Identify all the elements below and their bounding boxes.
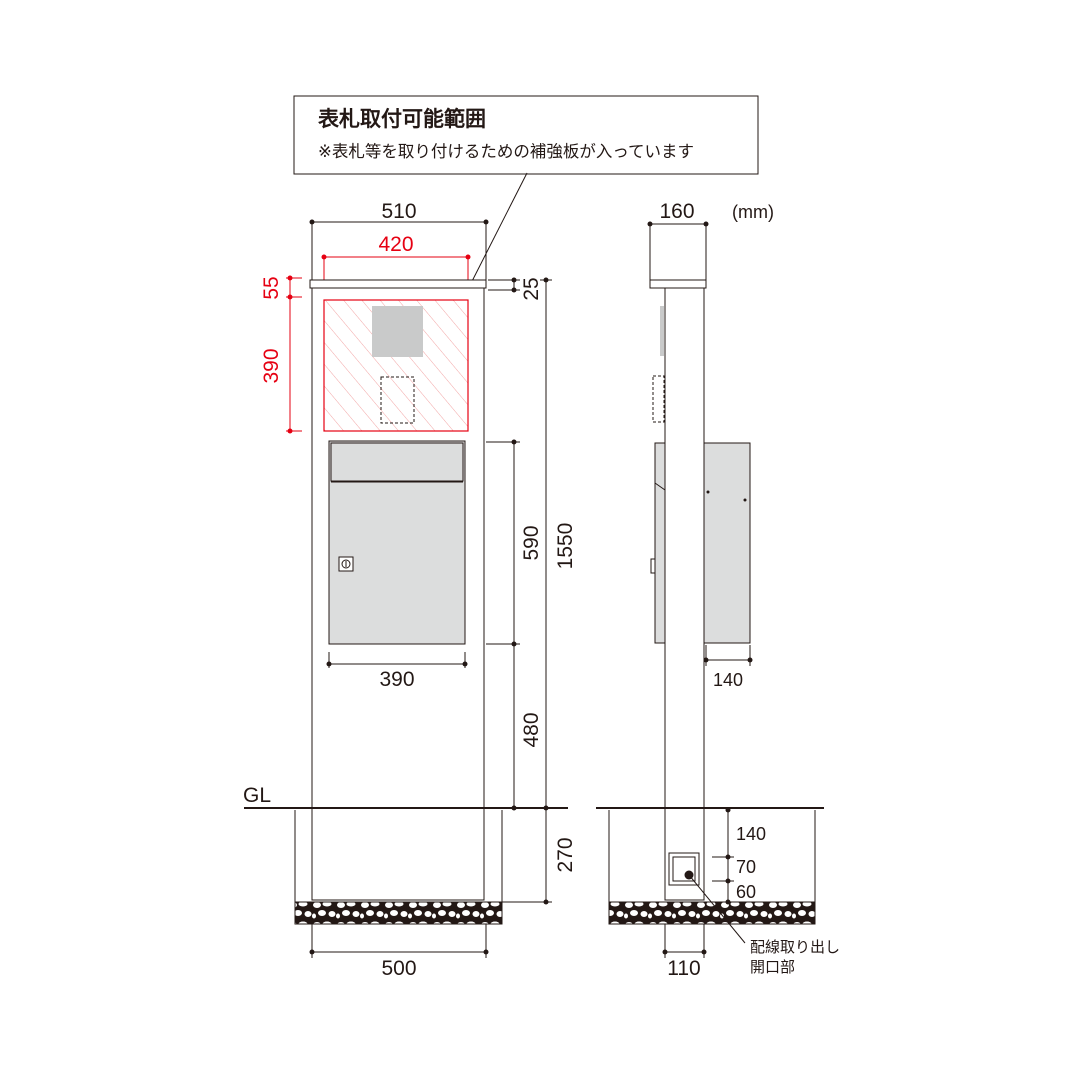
callout-title: 表札取付可能範囲 [318, 107, 486, 131]
dim-total-height: 1550 [554, 523, 577, 570]
side-mailbox-front [654, 442, 666, 644]
lock-icon [338, 556, 354, 572]
dim-lower-height: 480 [520, 712, 543, 747]
dim-depth: 160 [659, 200, 694, 223]
mailbox-slot [330, 442, 464, 482]
dim-bottom-gap: 60 [736, 882, 756, 902]
side-foundation-pit [608, 810, 816, 903]
side-view: 160 (mm) 140 [596, 200, 840, 980]
side-mailbox-rear [703, 442, 751, 644]
dim-top-offset: 55 [260, 276, 283, 299]
dim-mailbox-depth: 140 [713, 670, 743, 690]
dim-width: 510 [381, 200, 416, 223]
dim-mailbox-width: 390 [379, 668, 414, 691]
front-view: 510 420 55 390 [243, 200, 577, 980]
side-intercom-placeholder [652, 375, 665, 423]
dim-nameplate-width: 420 [378, 233, 413, 256]
dim-below-gl-1: 140 [736, 824, 766, 844]
dim-opening-height: 70 [736, 857, 756, 877]
dim-nameplate-height: 390 [260, 348, 283, 383]
callout-note: ※表札等を取り付けるための補強板が入っています [318, 142, 694, 161]
dim-mailbox-height: 590 [520, 525, 543, 560]
dim-cap-height: 25 [520, 277, 543, 300]
side-nameplate [660, 306, 664, 356]
dim-buried-depth: 270 [554, 837, 577, 872]
opening-label-1: 配線取り出し [750, 938, 840, 956]
ground-label: GL [243, 784, 271, 807]
callout-box: 表札取付可能範囲 ※表札等を取り付けるための補強板が入っています [293, 95, 759, 302]
dim-opening-width: 110 [667, 957, 700, 980]
dim-base-width: 500 [381, 957, 416, 980]
side-handle [650, 558, 656, 574]
wiring-opening [668, 852, 700, 886]
wiring-leader-line [688, 874, 746, 944]
nameplate-reinforcement [372, 306, 423, 357]
gravel-base [294, 901, 503, 925]
callout-frame [293, 95, 759, 175]
intercom-placeholder [380, 376, 415, 424]
units-label: (mm) [732, 202, 774, 222]
side-gravel-base [608, 901, 816, 925]
callout-leader-line [463, 172, 528, 298]
opening-label-2: 開口部 [750, 958, 795, 976]
post-cap [309, 279, 487, 289]
side-cap [649, 279, 707, 289]
